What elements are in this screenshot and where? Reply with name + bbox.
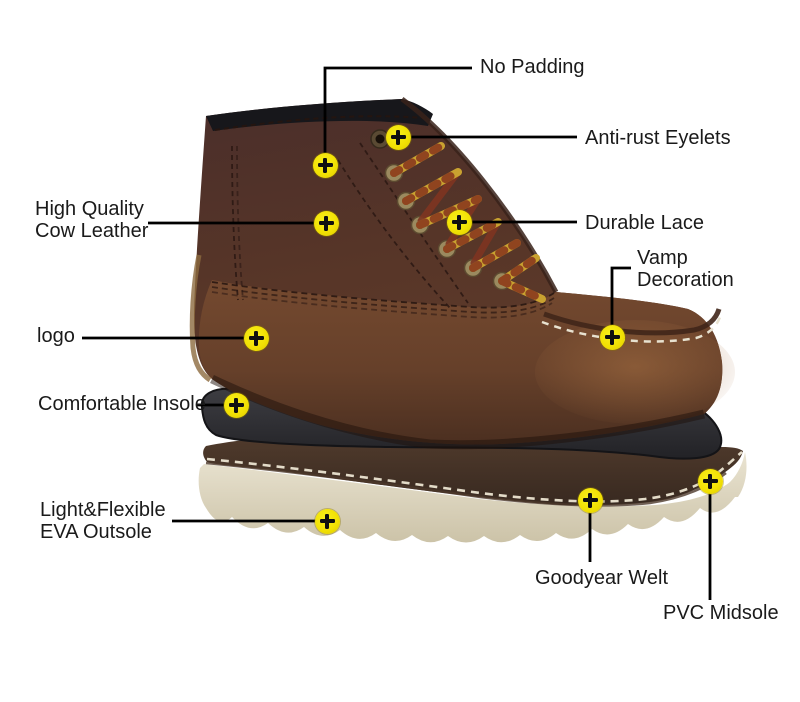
callout-label-logo: logo: [37, 325, 75, 347]
callout-label-anti-rust-eyelets: Anti-rust Eyelets: [585, 127, 731, 149]
callout-label-line: logo: [37, 325, 75, 347]
callout-label-line: Durable Lace: [585, 212, 704, 234]
marker-anti-rust-eyelets: [385, 124, 411, 150]
callout-line-no-padding: [323, 66, 472, 165]
callout-label-line: Cow Leather: [35, 220, 149, 242]
callout-label-line: Light&Flexible: [40, 499, 166, 521]
callout-label-comfortable-insole: Comfortable Insole: [38, 393, 206, 415]
callout-label-line: No Padding: [480, 56, 585, 78]
quarter-panel-seams: [231, 142, 469, 309]
callout-label-durable-lace: Durable Lace: [585, 212, 704, 234]
marker-pvc-midsole: [697, 468, 723, 494]
vamp-seam-stitching: [211, 281, 555, 319]
sole-rim-shadow: [210, 374, 706, 450]
marker-high-quality-cow-leather: [313, 210, 339, 236]
toe-highlight: [535, 320, 735, 424]
marker-goodyear-welt: [577, 487, 603, 513]
callout-label-line: Goodyear Welt: [535, 567, 669, 589]
callout-label-no-padding: No Padding: [480, 56, 585, 78]
marker-eva-outsole: [314, 508, 340, 534]
callout-label-line: Comfortable Insole: [38, 393, 206, 415]
welt-edge-line: [205, 461, 727, 507]
callout-label-line: Vamp: [637, 247, 688, 269]
callout-label-goodyear-welt: Goodyear Welt: [535, 567, 668, 589]
callout-label-pvc-midsole: PVC Midsole: [663, 602, 779, 624]
callout-line-vamp-decoration: [610, 266, 631, 337]
marker-durable-lace: [446, 209, 472, 235]
marker-comfortable-insole: [223, 392, 249, 418]
callout-label-line: Anti-rust Eyelets: [585, 127, 731, 149]
callout-label-line: EVA Outsole: [40, 521, 152, 543]
lace-edge-binding: [400, 96, 559, 294]
marker-logo: [243, 325, 269, 351]
callout-label-line: High Quality: [35, 198, 144, 220]
marker-vamp-decoration: [599, 324, 625, 350]
callout-label-line: PVC Midsole: [663, 602, 779, 624]
callout-label-line: Decoration: [637, 269, 734, 291]
heel-counter-trim: [189, 254, 212, 383]
laces: [390, 142, 546, 303]
marker-no-padding: [312, 152, 338, 178]
moc-toe-ridge: [543, 308, 722, 336]
